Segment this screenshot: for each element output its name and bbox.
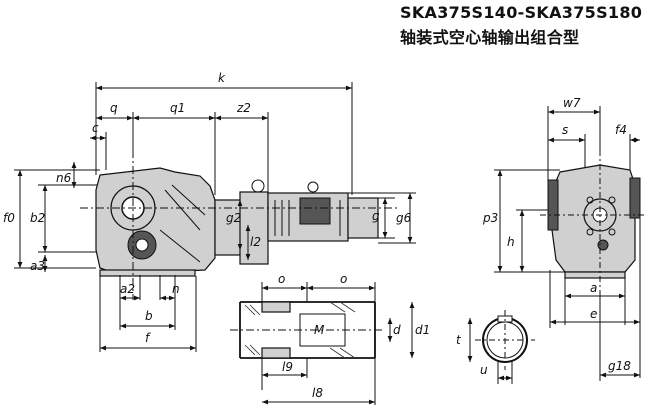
dim-g: g [372,209,380,223]
dim-k: k [218,71,226,85]
dim-h: h [507,235,515,249]
front-view: k q q1 z2 c n6 f0 b2 a3 a2 n b [3,71,416,352]
dim-n: n [172,282,180,296]
dim-z2: z2 [236,101,251,115]
dim-w7: w7 [563,96,581,110]
motor-fan-cover [347,197,379,239]
motor-lifting-eye [307,181,319,193]
dim-t: t [456,333,462,347]
dim-l9: l9 [282,360,293,374]
dim-a2: a2 [120,282,135,296]
side-flange-left [547,179,559,231]
dim-o-right: o [340,272,347,286]
dim-a: a [590,281,597,295]
dim-d: d [393,323,401,337]
dim-e: e [590,307,597,321]
gearbox-housing [95,167,216,276]
dim-g18: g18 [608,359,631,373]
dim-c: c [92,121,99,135]
dim-f: f [145,331,151,345]
dim-d1: d1 [415,323,430,337]
gearbox-foot [99,269,196,277]
model-range-title: SKA375S140-SKA375S180 [400,3,643,22]
dim-b2: b2 [30,211,45,225]
dim-s: s [562,123,568,137]
dim-l2: l2 [250,235,261,249]
dim-l8: l8 [312,386,323,400]
dim-a3: a3 [30,259,45,273]
dim-n6: n6 [56,171,72,185]
dim-f0: f0 [3,211,15,225]
terminal-box [299,197,331,225]
dim-f4: f4 [615,123,627,137]
dim-b: b [145,309,153,323]
dim-q: q [110,101,118,115]
keyway-section: t u [456,310,535,384]
dim-o-left: o [278,272,285,286]
side-flange-right [629,177,641,219]
dim-g6: g6 [396,211,412,225]
adapter-flange [239,191,269,265]
dim-M: M [314,323,325,337]
dim-g2: g2 [226,211,241,225]
lifting-eye [251,179,265,193]
description-title: 轴装式空心轴输出组合型 [400,28,580,47]
dim-u: u [480,363,488,377]
dim-p3: p3 [482,211,498,225]
dim-q1: q1 [170,101,185,115]
side-view: w7 s f4 p3 h a e g18 [482,96,645,381]
hollow-shaft-section: o o M d d1 l9 l8 [230,272,430,405]
